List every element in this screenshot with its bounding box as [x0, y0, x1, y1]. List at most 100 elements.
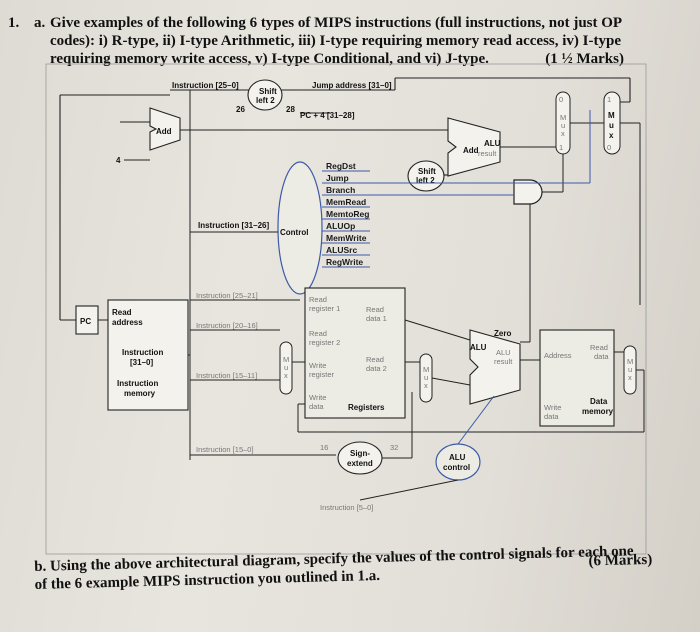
data-memory-block — [539, 329, 615, 427]
part-a-label: a. — [34, 15, 46, 31]
instruction-memory-label-b: memory — [124, 389, 156, 398]
control-signal-jump: Jump — [326, 173, 349, 183]
writeback-wires — [297, 351, 645, 433]
zero-label: Zero — [494, 329, 511, 338]
branch-mux-x: x — [561, 129, 565, 138]
jump-mux-x: x — [609, 131, 614, 140]
alusrc-mux-u: u — [424, 373, 428, 382]
alu-control-label-b: control — [443, 463, 470, 472]
shift-left2-mid-label: Shift — [418, 167, 436, 176]
data-memory-label: Data — [590, 397, 608, 406]
data-memory-label-b: memory — [582, 407, 614, 416]
read-data2-b: data 2 — [366, 364, 387, 373]
jump-mux-0: 0 — [607, 143, 611, 152]
control-signal-alusrc: ALUSrc — [326, 245, 357, 255]
instruction-memory-label: Instruction — [117, 379, 158, 388]
control-signal-list: RegDstJumpBranchMemReadMemtoRegALUOpMemW… — [326, 161, 369, 267]
branch-wires — [180, 129, 558, 176]
alu-result-top: ALU — [484, 139, 501, 148]
instruction-31-0-label: Instruction — [122, 348, 163, 357]
add-left-label: Add — [156, 127, 172, 136]
memtoreg-mux-x: x — [628, 373, 632, 382]
bits-16: 16 — [320, 443, 328, 452]
read-data-mem-b: data — [594, 352, 609, 361]
write-data-reg: Write — [309, 393, 326, 402]
jump-mux-m: M — [608, 111, 615, 120]
control-signal-memread: MemRead — [326, 197, 366, 207]
read-reg2-b: register 2 — [309, 338, 340, 347]
memtoreg-mux-m: M — [627, 357, 633, 366]
branch-mux-u: u — [561, 121, 565, 130]
read-data1-b: data 1 — [366, 314, 387, 323]
marks-part-b: (6 Marks) — [588, 551, 653, 570]
branch-mux-1: 1 — [559, 143, 563, 152]
instruction-bus — [188, 90, 336, 460]
add-alu-label: Add — [463, 146, 479, 155]
alu-ctrl-out — [457, 395, 495, 445]
address-label: Address — [544, 351, 572, 360]
shift-left2-top-ellipse — [247, 79, 283, 111]
instruction-25-0-label: Instruction [25–0] — [172, 81, 239, 90]
bits-26: 26 — [236, 105, 245, 114]
instr-25-21-label: Instruction [25–21] — [196, 291, 258, 300]
figure-border — [45, 63, 647, 555]
jump-mux-1: 1 — [607, 95, 611, 104]
control-signal-wires — [322, 110, 591, 268]
control-signal-branch: Branch — [326, 185, 355, 195]
regdst-mux — [279, 341, 293, 395]
write-data-mem: Write — [544, 403, 561, 412]
question-number: 1. — [8, 15, 20, 31]
registers-label: Registers — [348, 403, 385, 412]
read-address-label: Read — [112, 308, 132, 317]
memtoreg-mux-u: u — [628, 365, 632, 374]
bits-28: 28 — [286, 105, 295, 114]
marks-part-a: (1 ½ Marks) — [545, 51, 624, 67]
read-reg1-b: register 1 — [309, 304, 340, 313]
alu-main-label: ALU — [470, 343, 487, 352]
part-b-label: b. — [34, 558, 47, 575]
jump-mux-u: u — [609, 121, 614, 130]
regdst-mux-u: u — [284, 363, 288, 372]
jump-address-label: Jump address [31–0] — [312, 81, 392, 90]
pc-adder — [149, 107, 181, 151]
write-reg: Write — [309, 361, 326, 370]
control-signal-memtoreg: MemtoReg — [326, 209, 369, 219]
write-data-reg-b: data — [309, 402, 324, 411]
instruction-31-26-label: Instruction [31–26] — [198, 221, 269, 230]
read-data1: Read — [366, 305, 384, 314]
bits-32: 32 — [390, 443, 398, 452]
pc-plus4-label: PC + 4 [31–28] — [300, 111, 355, 120]
branch-adder — [447, 117, 501, 177]
instruction-memory-block — [107, 299, 189, 411]
alu-main-res-b: result — [494, 357, 513, 366]
branch-mux-0: 0 — [559, 95, 563, 104]
control-label: Control — [280, 228, 308, 237]
regdst-mux-x: x — [284, 371, 288, 380]
write-data-mem-b: data — [544, 412, 559, 421]
sign-extend-label-b: extend — [347, 459, 373, 468]
instr-20-16-label: Instruction [20–16] — [196, 321, 258, 330]
branch-mux-m: M — [560, 113, 566, 122]
alu-main-res: ALU — [496, 348, 511, 357]
alu-wires — [404, 204, 540, 386]
alu-control-label: ALU — [449, 453, 466, 462]
instr-5-0-label: Instruction [5–0] — [320, 503, 373, 512]
question-line-3: requiring memory write access, v) I-type… — [50, 51, 489, 67]
alu-control-unit — [435, 443, 481, 481]
instruction-31-0-label-b: [31–0] — [130, 358, 153, 367]
control-signal-aluop: ALUOp — [326, 221, 355, 231]
control-signal-regdst: RegDst — [326, 161, 356, 171]
write-reg-b: register — [309, 370, 335, 379]
read-data2: Read — [366, 355, 384, 364]
control-unit — [277, 161, 323, 295]
read-data-mem: Read — [590, 343, 608, 352]
register-file — [304, 287, 406, 419]
sign-extend-label: Sign- — [350, 449, 370, 458]
shift-left2-top-label: Shift — [259, 87, 277, 96]
read-reg2: Read — [309, 329, 327, 338]
shift-left2-top-label-b: left 2 — [256, 96, 275, 105]
shift-left2-mid-label-b: left 2 — [416, 176, 435, 185]
question-line-2: codes): i) R-type, ii) I-type Arithmetic… — [50, 33, 621, 49]
control-signal-regwrite: RegWrite — [326, 257, 363, 267]
